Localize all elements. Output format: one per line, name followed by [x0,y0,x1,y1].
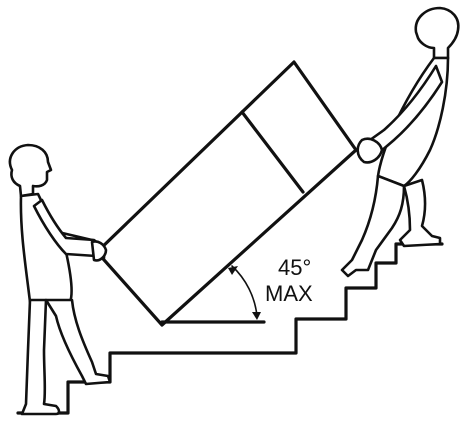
refrigerator-body [97,62,356,325]
angle-arrowhead-bottom [252,312,261,320]
person-bottom-hand [92,241,106,260]
person-top [342,8,458,276]
angle-arc [232,266,257,316]
person-top-hand [358,139,382,163]
person-top-leg-front [400,180,440,246]
refrigerator [97,62,356,325]
person-bottom [10,145,110,414]
freezer-divider [242,112,303,192]
person-bottom-leg-front [46,300,110,384]
person-bottom-head [10,145,51,196]
person-bottom-leg-back [22,300,59,414]
angle-max-label: MAX [265,281,313,306]
person-top-head [416,8,459,58]
angle-indicator: 45° MAX [162,255,313,322]
angle-value-label: 45° [278,255,311,280]
